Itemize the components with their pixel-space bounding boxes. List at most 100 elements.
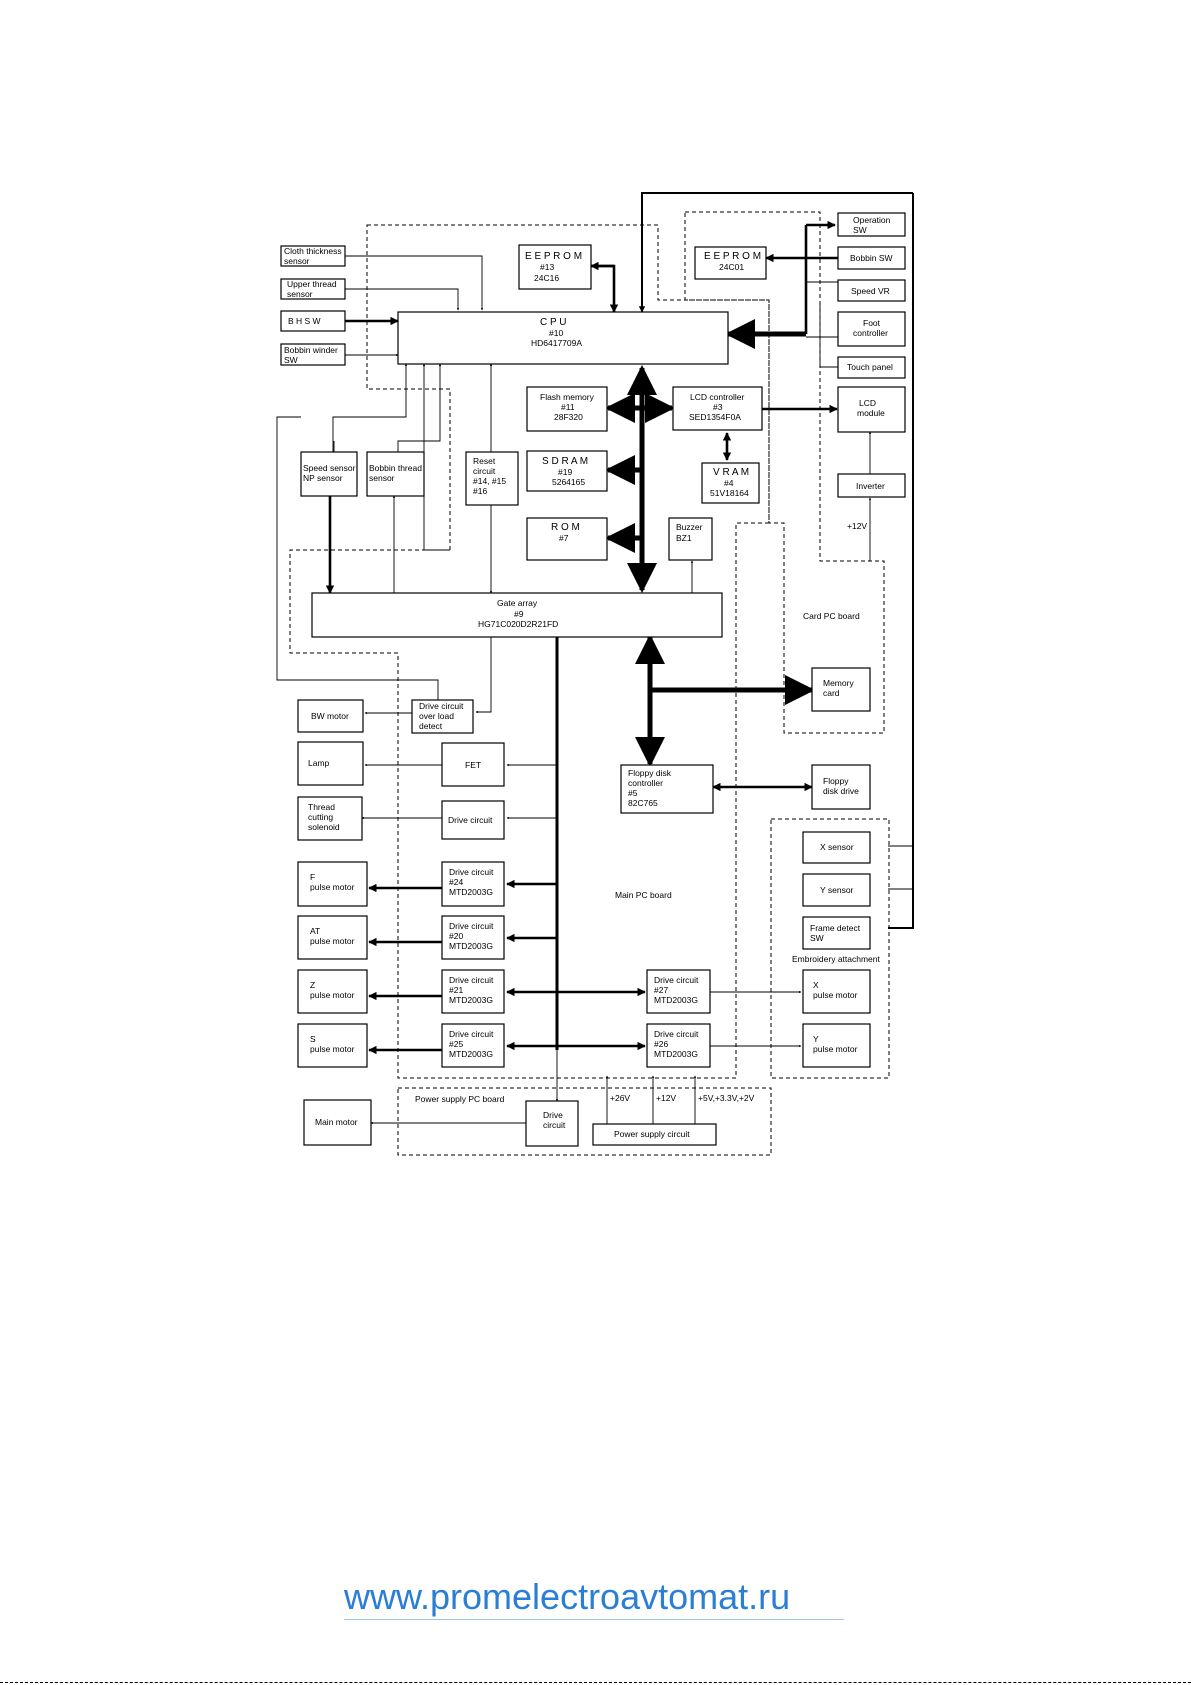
floppy-controller-label-2: controller: [628, 778, 663, 788]
bobbin-thread-label-2: sensor: [369, 473, 395, 483]
gate-array-box: [311, 592, 723, 638]
foot-controller-label-2: controller: [853, 328, 888, 338]
main-pc-board-label: Main PC board: [615, 890, 672, 900]
thread-cutting-label-3: solenoid: [308, 822, 340, 832]
drive-20-box: [441, 915, 505, 960]
x-pulse-motor-label-1: X: [813, 980, 819, 990]
speed-vr-box: [837, 279, 906, 302]
card-pc-board-outline: [684, 211, 885, 734]
drive-24-box: [441, 861, 505, 907]
drive-26-label-2: #26: [654, 1039, 668, 1049]
at-pulse-motor-label-2: pulse motor: [310, 936, 355, 946]
bobbin-thread-label-1: Bobbin thread: [369, 463, 422, 473]
vram-label-3: 51V18164: [710, 488, 749, 498]
drive-power-box: [525, 1100, 579, 1147]
upper-thread-label-2: sensor: [287, 289, 313, 299]
site-url-link[interactable]: www.promelectroavtomat.ru: [344, 1576, 791, 1617]
f-pulse-motor-box: [297, 861, 368, 907]
memory-card-box: [811, 667, 871, 712]
lcd-controller-label-1: LCD controller: [690, 392, 744, 402]
cloth-thickness-label-2: sensor: [284, 256, 310, 266]
inverter-label: Inverter: [856, 481, 885, 491]
gate-array-label-3: HG71C020D2R21FD: [478, 619, 558, 629]
bobbin-thread-box: [366, 451, 425, 497]
sdram-label-1: S D R A M: [542, 456, 588, 467]
drive-24-label-3: MTD2003G: [449, 887, 493, 897]
drive-26-label-1: Drive circuit: [654, 1029, 699, 1039]
drive-20-label-3: MTD2003G: [449, 941, 493, 951]
y-pulse-motor-box: [802, 1023, 871, 1068]
cpu-label-3: HD6417709A: [531, 338, 582, 348]
z-pulse-motor-box: [297, 969, 368, 1014]
floppy-drive-label-1: Floppy: [823, 776, 849, 786]
cloth-thickness-box: [280, 245, 346, 267]
lcd-controller-label-2: #3: [713, 402, 723, 412]
drive-20-label-2: #20: [449, 931, 463, 941]
thread-cutting-box: [297, 796, 363, 841]
memory-card-label-1: Memory: [823, 678, 854, 688]
x-pulse-motor-box: [802, 969, 871, 1014]
bw-motor-label: BW motor: [311, 711, 349, 721]
eeprom-card-label-1: E E P R O M: [704, 251, 761, 262]
reset-circuit-label-2: circuit: [473, 466, 496, 476]
eeprom-card-label-2: 24C01: [719, 262, 744, 272]
speed-sensor-label-1: Speed sensor: [303, 463, 356, 473]
flash-memory-box: [526, 386, 608, 432]
drive-26-label-3: MTD2003G: [654, 1049, 698, 1059]
speed-sensor-box: [300, 451, 358, 497]
f-pulse-motor-label-2: pulse motor: [310, 882, 355, 892]
buzzer-label-2: BZ1: [676, 533, 692, 543]
drive-overload-label-1: Drive circuit: [419, 701, 464, 711]
bobbin-winder-box: [280, 343, 346, 366]
y-pulse-motor-label-2: pulse motor: [813, 1044, 858, 1054]
foot-controller-label-1: Foot: [863, 318, 881, 328]
s-pulse-motor-label-2: pulse motor: [310, 1044, 355, 1054]
site-url-underline: [344, 1619, 844, 1620]
drive-24-label-1: Drive circuit: [449, 867, 494, 877]
thread-cutting-label-1: Thread: [308, 802, 335, 812]
drive-circuit-box: [441, 800, 505, 840]
drive-overload-label-2: over load: [419, 711, 454, 721]
drive-25-label-3: MTD2003G: [449, 1049, 493, 1059]
main-motor-box: [303, 1099, 372, 1146]
main-motor-label: Main motor: [315, 1117, 358, 1127]
drive-overload-label-3: detect: [419, 721, 443, 731]
s-pulse-motor-label-1: S: [310, 1034, 316, 1044]
drive-circuit-label: Drive circuit: [448, 815, 493, 825]
embroidery-attachment-label: Embroidery attachment: [792, 954, 881, 964]
touch-panel-label: Touch panel: [847, 362, 893, 372]
lcd-module-box: [837, 386, 906, 433]
power-supply-circuit-box: [592, 1123, 717, 1146]
flash-memory-label-2: #11: [561, 402, 575, 412]
y-pulse-motor-label-1: Y: [813, 1034, 819, 1044]
lcd-controller-box: [672, 386, 763, 431]
y-sensor-label: Y sensor: [820, 885, 854, 895]
drive-27-label-3: MTD2003G: [654, 995, 698, 1005]
x-pulse-motor-label-2: pulse motor: [813, 990, 858, 1000]
eeprom-main-box: [518, 244, 592, 290]
foot-controller-box: [837, 311, 906, 347]
flash-memory-label-3: 28F320: [554, 412, 583, 422]
blocks: Cloth thickness sensor Upper thread sens…: [280, 212, 906, 1147]
rom-box: [526, 517, 608, 561]
vram-box: [701, 462, 760, 504]
eeprom-card-box: [694, 246, 767, 280]
card-pc-board-label: Card PC board: [803, 611, 860, 621]
cloth-thickness-label-1: Cloth thickness: [284, 246, 342, 256]
drive-overload-box: [411, 699, 474, 734]
bobbin-winder-label-1: Bobbin winder: [284, 345, 338, 355]
power-supply-circuit-label: Power supply circuit: [614, 1129, 690, 1139]
gate-array-label-2: #9: [514, 609, 524, 619]
rom-label-2: #7: [559, 533, 569, 543]
voltage-12v: +12V: [656, 1093, 676, 1103]
lcd-module-label-1: LCD: [859, 398, 876, 408]
reset-circuit-label-1: Reset: [473, 456, 496, 466]
cpu-label-1: C P U: [540, 317, 567, 328]
connections: [276, 192, 914, 1125]
bobbin-winder-label-2: SW: [284, 355, 298, 365]
vram-label-1: V R A M: [713, 467, 749, 478]
page-bottom-rule: [0, 1682, 1191, 1683]
bhsw-box: [280, 310, 346, 332]
cpu-label-2: #10: [549, 328, 563, 338]
